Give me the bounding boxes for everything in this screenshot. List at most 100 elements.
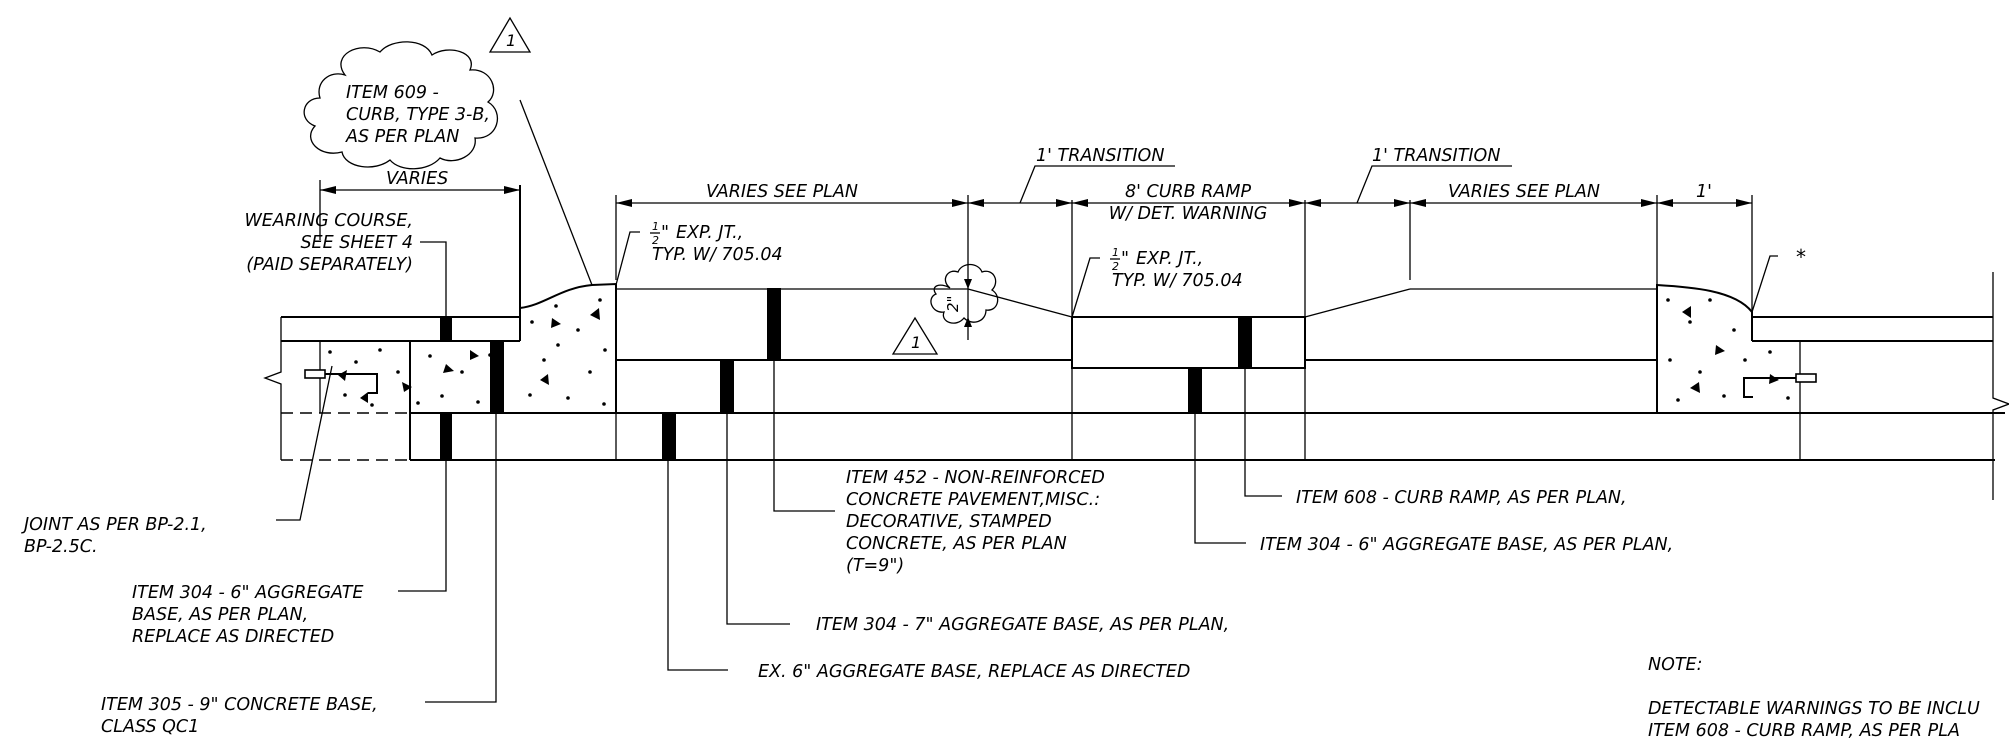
exp-jt-2-line-2: TYP. W/ 705.04: [1112, 271, 1243, 291]
curb-ramp-label-1: 8' CURB RAMP: [1125, 182, 1251, 202]
marker-ex6: [662, 414, 676, 460]
ramp-slope-2: [1304, 288, 1411, 318]
item609-line-2: CURB, TYPE 3-B,: [346, 105, 490, 125]
varies-see-plan-2-label: VARIES SEE PLAN: [1448, 182, 1600, 202]
cloud-outline: [303, 41, 498, 170]
item304-right-label: ITEM 304 - 6" AGGREGATE BASE, AS PER PLA…: [1260, 535, 1673, 555]
transition-2-label: 1' TRANSITION: [1372, 146, 1500, 166]
asterisk-label: *: [1796, 245, 1806, 269]
item452-line-3: DECORATIVE, STAMPED: [846, 512, 1052, 532]
leader-item608: [1244, 368, 1282, 497]
item452-line-5: (T=9"): [846, 556, 904, 576]
leader-item304-left: [398, 460, 447, 592]
leaders: [276, 99, 1778, 703]
half-den-1: 2: [652, 234, 659, 247]
marker-item304-right: [1188, 368, 1202, 413]
marker-item304-7: [720, 360, 734, 413]
item305-line-2: CLASS QC1: [101, 717, 199, 737]
hatch-curb-right: [1666, 298, 1790, 402]
delta-label: 1: [506, 31, 516, 50]
note-body-line-2: ITEM 608 - CURB RAMP, AS PER PLA: [1648, 721, 1960, 741]
leader-exp-jt-2: [1071, 257, 1100, 318]
half-inch-mark-2: ": [1121, 249, 1129, 269]
revision-cloud-2: [930, 263, 999, 324]
item305-line-1: ITEM 305 - 9" CONCRETE BASE,: [101, 695, 378, 715]
item304-left-line-2: BASE, AS PER PLAN,: [132, 605, 308, 625]
curb-ramp-label-2: W/ DET. WARNING: [1109, 204, 1268, 224]
right-break-line: [1992, 272, 2009, 500]
leader-transition-1: [1019, 165, 1175, 204]
item608-label: ITEM 608 - CURB RAMP, AS PER PLAN,: [1296, 488, 1627, 508]
left-break-line: [263, 317, 282, 460]
marker-concrete-base: [490, 340, 502, 414]
dowel-left-cap: [304, 369, 326, 379]
item452-line-2: CONCRETE PAVEMENT,MISC.:: [846, 490, 1100, 510]
delta-triangle: [488, 16, 532, 53]
layer-markers: [440, 288, 1252, 460]
dowel-bars: [304, 369, 1817, 398]
note-body-line-1: DETECTABLE WARNINGS TO BE INCLU: [1648, 699, 1980, 719]
marker-item452: [767, 288, 781, 360]
joint-line-1: JOINT AS PER BP-2.1,: [21, 515, 207, 535]
leader-item304-right: [1194, 413, 1246, 544]
dimensions: [319, 165, 1753, 312]
note-wearing-course: WEARING COURSE, SEE SHEET 4 (PAID SEPARA…: [244, 211, 413, 275]
revision-delta-2: 1: [891, 316, 939, 355]
leader-item304-7: [726, 413, 790, 625]
note-joint: JOINT AS PER BP-2.1, BP-2.5C.: [21, 515, 207, 557]
half-num-2: 1: [1112, 246, 1119, 259]
concrete-hatch: [328, 298, 1790, 407]
section-geometry: [263, 185, 2009, 500]
note-exp-jt-1: 1 2 " EXP. JT., TYP. W/ 705.04: [650, 220, 783, 265]
item452-line-4: CONCRETE, AS PER PLAN: [846, 534, 1067, 554]
item304-7-label: ITEM 304 - 7" AGGREGATE BASE, AS PER PLA…: [816, 615, 1229, 635]
half-inch-mark-1: ": [661, 223, 669, 243]
delta-label-2: 1: [911, 333, 921, 352]
delta-triangle-2: [891, 316, 939, 355]
dowel-right-cap: [1795, 373, 1817, 383]
item609-line-3: AS PER PLAN: [345, 127, 459, 147]
half-den-2: 2: [1112, 260, 1119, 273]
curb-ramp-slab: [1071, 316, 1306, 369]
note-item304-left: ITEM 304 - 6" AGGREGATE BASE, AS PER PLA…: [132, 583, 364, 647]
curb-left-outline: [519, 282, 617, 413]
revision-cloud-1: [303, 41, 498, 170]
leader-asterisk: [1751, 255, 1778, 313]
hatch-curb-left: [528, 298, 607, 406]
note-exp-jt-2: 1 2 " EXP. JT., TYP. W/ 705.04: [1110, 246, 1243, 291]
dowel-right: [1743, 377, 1816, 398]
item609-line-1: ITEM 609 -: [346, 83, 439, 103]
note-item452: ITEM 452 - NON-REINFORCED CONCRETE PAVEM…: [846, 468, 1105, 576]
leader-item452: [773, 360, 835, 512]
note-title: NOTE:: [1648, 655, 1703, 675]
dowel-left: [305, 373, 378, 394]
leader-item609: [519, 99, 593, 286]
note-item305: ITEM 305 - 9" CONCRETE BASE, CLASS QC1: [101, 695, 378, 737]
joint-line-2: BP-2.5C.: [24, 537, 98, 557]
ex6-label: EX. 6" AGGREGATE BASE, REPLACE AS DIRECT…: [758, 662, 1190, 682]
exp-jt-1-line-2: TYP. W/ 705.04: [652, 245, 783, 265]
exp-jt-2-line-1: EXP. JT.,: [1136, 249, 1203, 269]
revision-delta-1: 1: [488, 16, 532, 53]
marker-wearing-course: [440, 318, 452, 340]
leader-item305: [425, 413, 497, 703]
leader-exp-jt-1: [615, 231, 640, 286]
leader-transition-2: [1356, 165, 1512, 204]
item304-left-line-1: ITEM 304 - 6" AGGREGATE: [132, 583, 364, 603]
item452-line-1: ITEM 452 - NON-REINFORCED: [846, 468, 1105, 488]
note-item609: ITEM 609 - CURB, TYPE 3-B, AS PER PLAN: [345, 83, 490, 147]
general-note: NOTE: DETECTABLE WARNINGS TO BE INCLU IT…: [1648, 655, 1980, 741]
transition-1-label: 1' TRANSITION: [1036, 146, 1164, 166]
leader-ex6: [667, 460, 728, 671]
half-num-1: 1: [652, 220, 659, 233]
one-foot-label: 1': [1696, 182, 1712, 202]
ramp-slope-1: [967, 288, 1073, 318]
varies-see-plan-1-label: VARIES SEE PLAN: [706, 182, 858, 202]
wearing-line-1: WEARING COURSE,: [244, 211, 413, 231]
marker-item608: [1238, 317, 1252, 368]
two-inch-label: 2": [944, 296, 962, 312]
item304-left-line-3: REPLACE AS DIRECTED: [132, 627, 334, 647]
marker-aggregate-left: [440, 414, 452, 460]
wearing-line-2: SEE SHEET 4: [300, 233, 413, 253]
wearing-line-3: (PAID SEPARATELY): [246, 255, 413, 275]
